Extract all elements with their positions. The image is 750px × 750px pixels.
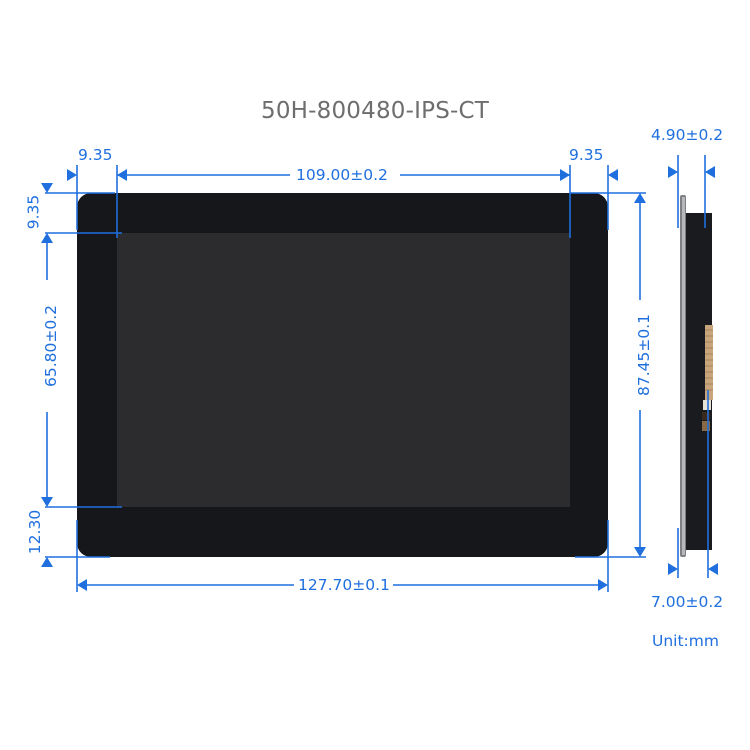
dim-glass-thickness: 4.90±0.2 — [648, 126, 727, 144]
diagram-title: 50H-800480-IPS-CT — [260, 98, 490, 124]
active-display-area — [117, 233, 570, 507]
dim-overall-height: 87.45±0.1 — [635, 310, 654, 400]
front-dimension-lines — [45, 165, 646, 592]
front-arrowheads — [41, 169, 646, 591]
side-component — [703, 400, 711, 410]
dim-overall-width: 127.70±0.1 — [295, 576, 393, 594]
dim-active-height: 65.80±0.2 — [42, 301, 61, 391]
side-arrowheads — [668, 166, 718, 575]
dim-active-width: 109.00±0.2 — [293, 166, 391, 184]
fpc-connector — [705, 325, 713, 400]
side-dimension-lines — [677, 155, 709, 578]
unit-label: Unit:mm — [652, 632, 719, 650]
dim-top-left-border: 9.35 — [75, 146, 116, 164]
dim-top-border: 9.35 — [24, 191, 43, 233]
dim-bottom-border: 12.30 — [26, 506, 45, 558]
side-component — [702, 412, 710, 420]
dim-total-thickness: 7.00±0.2 — [648, 593, 727, 611]
side-component — [702, 421, 710, 431]
front-view-panel — [77, 193, 608, 557]
dim-top-right-border: 9.35 — [566, 146, 607, 164]
